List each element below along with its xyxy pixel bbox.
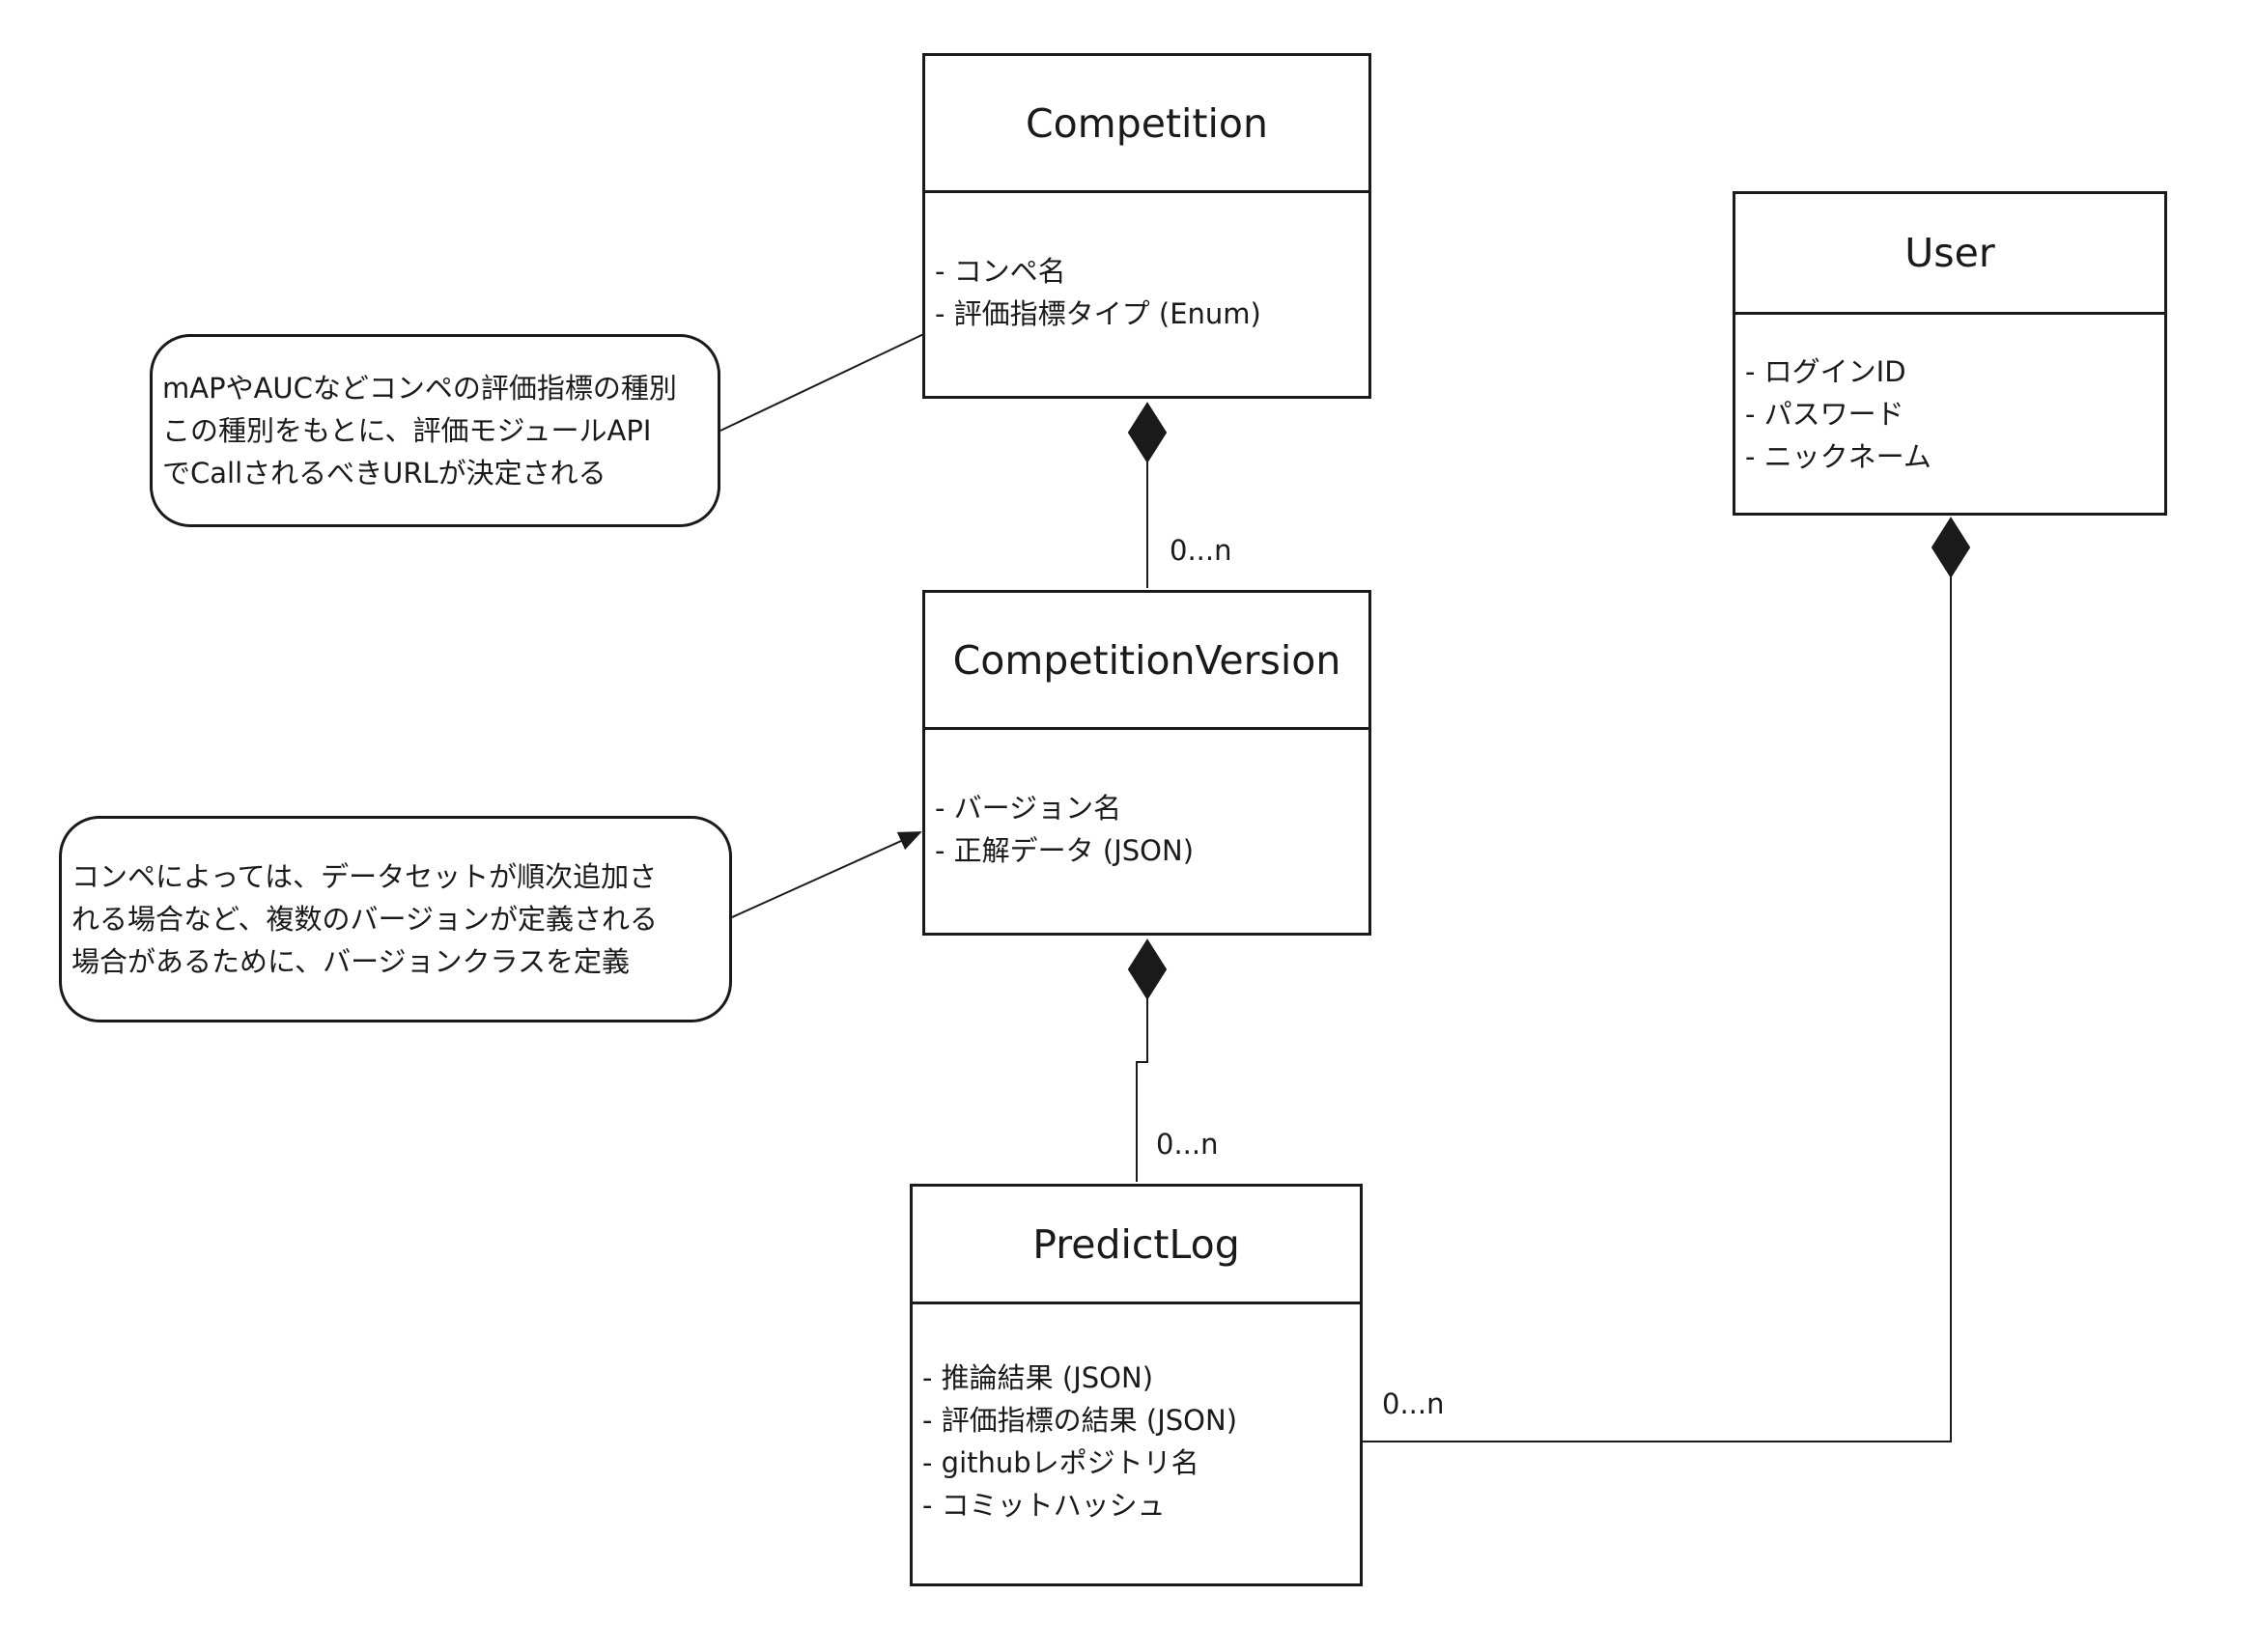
composition-diamond-user — [1931, 517, 1971, 578]
class-name: User — [1735, 194, 2164, 315]
attribute: - バージョン名 — [935, 792, 1122, 825]
connector-user-predictlog — [1363, 576, 1952, 1442]
note-line: この種別をもとに、評価モジュールAPI — [162, 414, 652, 447]
attribute-list-competition: - コンペ名 - 評価指標タイプ (Enum) — [935, 250, 1261, 335]
attribute: - 評価指標タイプ (Enum) — [935, 297, 1261, 330]
note-line: mAPやAUCなどコンペの評価指標の種別 — [162, 372, 677, 405]
class-user[interactable]: User - ログインID - パスワード - ニックネーム — [1733, 191, 2167, 516]
multiplicity-label: 0...n — [1156, 1128, 1219, 1161]
note-line: れる場合など、複数のバージョンが定義される — [71, 903, 658, 936]
connector-version-predictlog — [1136, 998, 1148, 1182]
note-line: 場合があるために、バージョンクラスを定義 — [71, 945, 630, 978]
class-name: CompetitionVersion — [925, 593, 1368, 730]
composition-diamond-competition-version — [1127, 938, 1168, 1000]
note-version-class[interactable]: コンペによっては、データセットが順次追加さ れる場合など、複数のバージョンが定義… — [59, 816, 732, 1022]
class-predictlog[interactable]: PredictLog - 推論結果 (JSON) - 評価指標の結果 (JSON… — [910, 1184, 1363, 1586]
note-line: でCallされるべきURLが決定される — [162, 457, 606, 490]
note-line: コンペによっては、データセットが順次追加さ — [71, 860, 658, 893]
attribute: - 評価指標の結果 (JSON) — [922, 1404, 1238, 1437]
attribute: - ニックネーム — [1745, 440, 1932, 473]
multiplicity-label: 0...n — [1382, 1387, 1445, 1420]
attribute: - パスワード — [1745, 398, 1904, 431]
attribute: - 正解データ (JSON) — [935, 834, 1195, 867]
class-competition-version[interactable]: CompetitionVersion - バージョン名 - 正解データ (JSO… — [922, 590, 1371, 936]
attribute: - コンペ名 — [935, 255, 1066, 288]
attribute: - ログインID — [1745, 355, 1906, 388]
multiplicity-label: 0...n — [1170, 534, 1232, 567]
note-arrow-competition — [719, 320, 954, 432]
attribute-list-predictlog: - 推論結果 (JSON) - 評価指標の結果 (JSON) - githubレ… — [922, 1357, 1237, 1526]
class-name: Competition — [925, 56, 1368, 193]
attribute: - コミットハッシュ — [922, 1489, 1166, 1522]
class-competition[interactable]: Competition - コンペ名 - 評価指標タイプ (Enum) — [922, 53, 1371, 399]
note-evaluation-metric[interactable]: mAPやAUCなどコンペの評価指標の種別 この種別をもとに、評価モジュールAPI… — [150, 334, 720, 527]
attribute: - 推論結果 (JSON) — [922, 1361, 1154, 1394]
note-arrow-competition-version — [731, 831, 922, 918]
attribute-list-user: - ログインID - パスワード - ニックネーム — [1745, 350, 1932, 478]
composition-diamond-competition — [1127, 402, 1168, 463]
attribute: - githubレポジトリ名 — [922, 1446, 1199, 1479]
attribute-list-competition-version: - バージョン名 - 正解データ (JSON) — [935, 787, 1194, 872]
class-name: PredictLog — [913, 1187, 1360, 1304]
